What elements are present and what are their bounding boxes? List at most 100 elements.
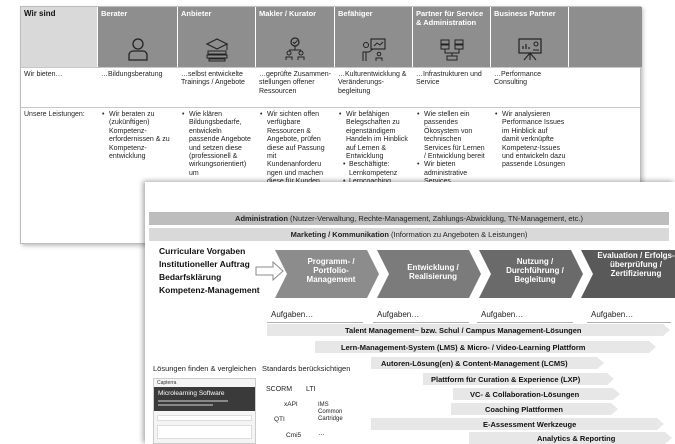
administration-bar: Administration (Nutzer-Verwaltung, Recht… [149,212,669,225]
offers-row-label: Wir bieten… [24,71,63,78]
screenshot-hero-text [158,400,228,402]
tool-bar-assessment [371,418,664,430]
aufgaben-1: Aufgaben… [271,310,314,319]
aufgaben-divider [267,322,363,323]
tool-bar-lxp [423,373,614,385]
tool-label-lms: Lern-Management-System (LMS) & Micro- / … [341,343,586,352]
tool-bar-autoren [371,357,604,369]
marketing-detail: (Information zu Angeboten & Leistungen) [388,230,528,239]
tool-bar-talent [267,324,670,336]
header-befaehiger: Befähiger [335,7,413,67]
tool-bar-lms [315,341,656,353]
service-cell: Wir beraten zu (zukünftigen) Kompetenz-e… [98,108,178,245]
header-makler: Makler / Kurator [256,7,335,67]
administration-detail: (Nutzer-Verwaltung, Rechte-Management, Z… [287,214,583,223]
screenshot-heading: Microlearning Software [158,390,225,397]
tool-label-vc: VC- & Collaboration-Lösungen [470,390,580,399]
phase-evaluation: Evaluation / Erfolgs-überprüfung / Zerti… [597,251,675,278]
header-label: Makler / Kurator [259,9,317,18]
tool-label-analytics: Analytics & Reporting [537,434,616,443]
presentation-screen-icon [517,38,542,61]
screenshot-listing [157,425,252,439]
header-berater: Berater [98,7,178,67]
tool-label-autoren: Autoren-Lösung(en) & Content-Management … [381,359,568,368]
screenshot-hero: Microlearning Software [154,387,255,411]
service-item: Wir bieten administrative Services [416,161,488,186]
standard-ims: IMS Common Cartridge [318,402,343,422]
left-label-auftrag: Institutioneller Auftrag [159,259,250,269]
offer-cell: …selbst entwickelte Trainings / Angebote [181,71,245,87]
header-label: Partner für Service & Administration [416,9,484,27]
aufgaben-4: Aufgaben… [591,310,634,319]
service-item: Wie stellen ein passendes Ökosystem von … [416,111,488,161]
left-label-curriculum: Curriculare Vorgaben [159,246,246,256]
service-cell: Wir befähigen Belegschaften zu eigenstän… [335,108,413,245]
offer-cell: …geprüfte Zusammen-stellungen offener Re… [259,71,331,95]
input-arrow-icon [255,260,284,282]
standard-qti: QTI [274,416,285,423]
table-header-row: Wir sind Berater Anbieter Makler / Kurat… [21,7,642,67]
header-label: Berater [101,9,128,18]
tool-label-assessment: E-Assessment Werkzeuge [483,420,577,429]
header-wir-sind: Wir sind [21,7,98,67]
header-partner-service: Partner für Service & Administration [413,7,491,67]
services-row-label: Unsere Leistungen: [24,111,85,118]
left-label-kompetenz: Kompetenz-Management [159,285,260,295]
aufgaben-3: Aufgaben… [481,310,524,319]
phase-nutzung: Nutzung / Durchführung / Begleitung [506,257,564,284]
marketing-title: Marketing / Kommunikation [290,230,389,239]
standard-xapi: xAPI [284,401,298,408]
software-screenshot: Capterra Microlearning Software [153,378,256,444]
person-icon [127,38,148,61]
network-people-icon [285,37,305,60]
offer-cell: …Performance Consulting [494,71,542,87]
aufgaben-divider [373,322,469,323]
tool-bar-coaching [451,403,618,415]
standard-scorm: SCORM [266,386,293,393]
tool-label-talent: Talent Management~ bzw. Schul / Campus M… [345,326,582,335]
standard-lti: LTI [306,386,316,393]
marketing-bar: Marketing / Kommunikation (Information z… [149,228,669,241]
service-cell: Wie stellen ein passendes Ökosystem von … [413,108,491,245]
solutions-title: Lösungen finden & vergleichen [153,364,256,373]
tool-bar-vc [453,388,620,400]
service-item: Wir befähigen Belegschaften zu eigenstän… [338,111,410,161]
aufgaben-2: Aufgaben… [377,310,420,319]
service-item: Wie klären Bildungsbedarfe, entwickeln p… [181,111,253,178]
standards-list: SCORM LTI xAPI IMS Common Cartridge QTI … [262,378,354,444]
phase-programm: Programm- / Portfolio-Management [306,257,356,284]
screenshot-hero-text [158,404,213,406]
tool-label-coaching: Coaching Plattformen [485,405,563,414]
service-cell: Wir sichten offen verfügbare Ressourcen … [256,108,335,245]
offer-cell: …Kulturentwicklung & Veränderungs-beglei… [338,71,407,95]
presenter-board-icon [362,38,386,61]
graduation-books-icon [205,38,228,62]
standard-more: … [318,430,325,437]
services-row: Unsere Leistungen: Wir beraten zu (zukün… [21,107,640,245]
aufgaben-divider [587,322,671,323]
phase-entwicklung: Entwicklung / Realisierung [407,263,459,281]
service-item: Wir analysieren Performance Issues im Hi… [494,111,566,170]
server-network-icon [440,39,463,61]
service-cell: Wie klären Bildungsbedarfe, entwickeln p… [178,108,256,245]
left-label-bedarf: Bedarfsklärung [159,272,222,282]
header-label: Business Partner [494,9,556,18]
header-spacer [569,7,642,67]
service-item: Wir beraten zu (zukünftigen) Kompetenz-e… [101,111,175,161]
phase-chevrons [275,250,675,298]
service-subitem: Beschäftigte: Lernkompetenz [342,161,410,178]
header-label: Anbieter [181,9,212,18]
screenshot-brand: Capterra [157,380,177,386]
tool-label-lxp: Plattform für Curation & Experience (LXP… [431,375,581,384]
service-cell: Wir analysieren Performance Issues im Hi… [491,108,569,245]
header-business-partner: Business Partner [491,7,569,67]
header-label: Befähiger [338,9,373,18]
process-diagram: Administration (Nutzer-Verwaltung, Recht… [145,182,675,444]
service-item: Wir sichten offen verfügbare Ressourcen … [259,111,332,195]
offers-row: Wir bieten… …Bildungsberatung …selbst en… [21,67,640,107]
tool-bar-analytics [469,432,672,444]
header-anbieter: Anbieter [178,7,256,67]
administration-title: Administration [235,214,288,223]
standards-title: Standards berücksichtigen [262,364,351,373]
